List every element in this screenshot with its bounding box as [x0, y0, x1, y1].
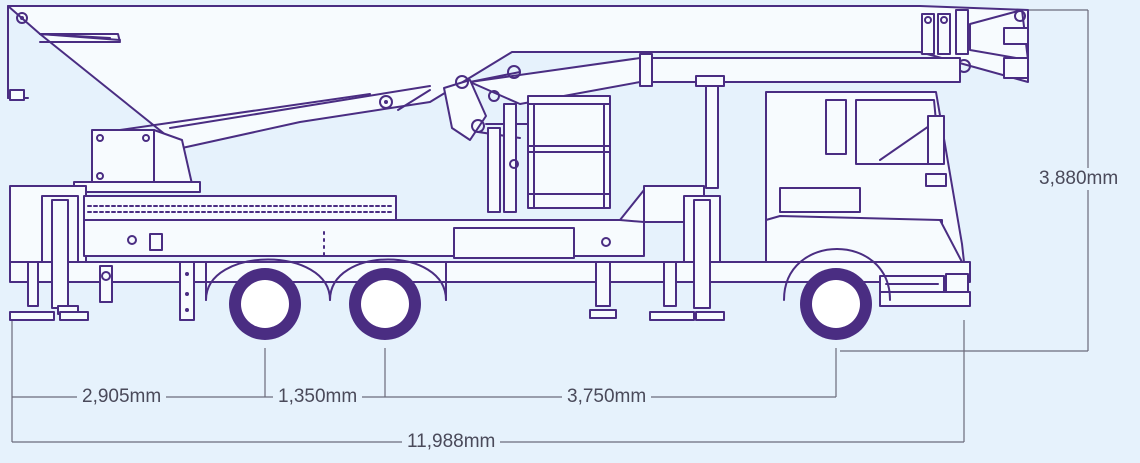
cab — [765, 91, 971, 307]
front-wheel — [800, 268, 872, 340]
rear-overhang-dimension-label: 2,905mm — [77, 386, 167, 408]
wheels — [229, 268, 872, 340]
main-boom — [7, 5, 1029, 149]
overall-length-dimension-label: 11,988mm — [402, 431, 501, 453]
wheelbase-dimension-label: 3,750mm — [562, 386, 652, 408]
turret — [73, 129, 201, 193]
work-basket — [487, 95, 611, 213]
boom-rest — [695, 75, 725, 189]
rear-wheel-1 — [229, 268, 301, 340]
height-dimension-label: 3,880mm — [1034, 168, 1124, 190]
rear-wheel-2 — [349, 268, 421, 340]
outriggers — [9, 195, 725, 321]
wheel-arches — [205, 248, 891, 301]
axle-spacing-dimension-label: 1,350mm — [273, 386, 363, 408]
